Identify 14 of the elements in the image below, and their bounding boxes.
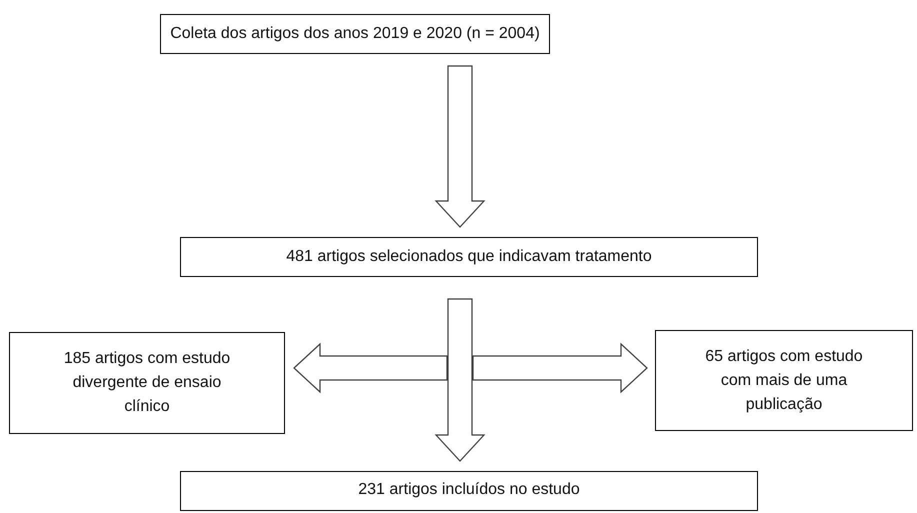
- block-arrow: [434, 298, 486, 462]
- process-box: [180, 237, 758, 277]
- box-text: 481 artigos selecionados que indicavam tratamento: [286, 247, 652, 267]
- process-box: [9, 332, 285, 434]
- process-box: [180, 471, 758, 511]
- block-arrow: [434, 65, 486, 228]
- box-text: 185 artigos com estudo divergente de ensaio clínico: [62, 349, 232, 417]
- box-text: Coleta dos artigos dos anos 2019 e 2020 (n = 2004): [170, 24, 540, 44]
- process-box: [160, 14, 550, 54]
- box-text: 231 artigos incluídos no estudo: [358, 480, 580, 500]
- process-box: [655, 330, 913, 431]
- block-arrow: [472, 342, 648, 394]
- block-arrow: [293, 342, 448, 394]
- box-text: 65 artigos com estudo com mais de uma publicação: [704, 346, 864, 414]
